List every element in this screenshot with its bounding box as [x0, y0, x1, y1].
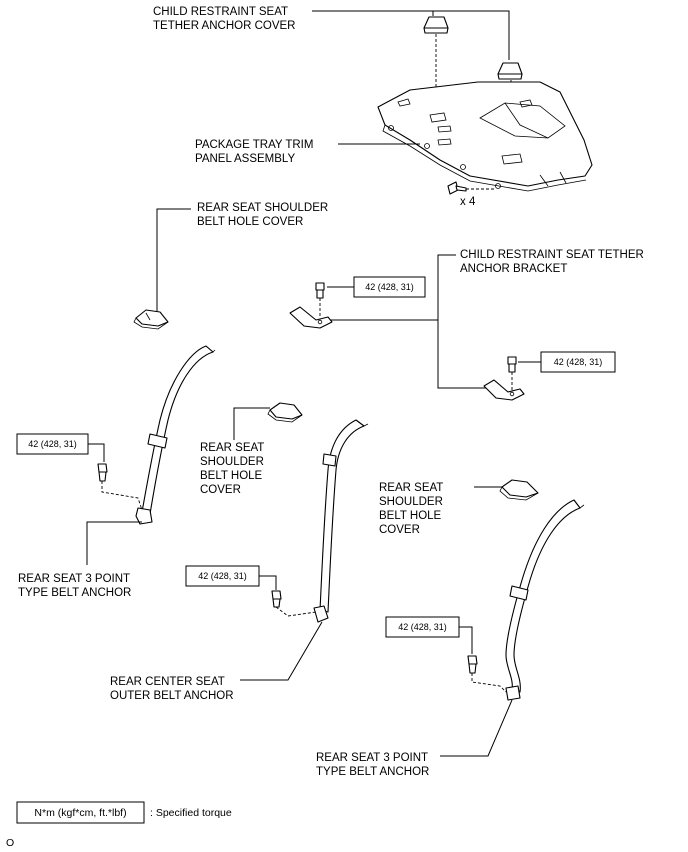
shoulder-cover-mid-label-line2: SHOULDER — [200, 456, 264, 468]
center-anchor-callout: REAR CENTER SEAT OUTER BELT ANCHOR — [110, 621, 323, 702]
belt-anchor-right-label-line1: REAR SEAT 3 POINT — [316, 752, 428, 764]
legend-box-text: N*m (kgf*cm, ft.*lbf) — [34, 807, 126, 819]
torque-box-bracket-lower: 42 (428, 31) — [518, 351, 616, 373]
torque-value-right-anchor: 42 (428, 31) — [398, 622, 447, 632]
torque-box-center-anchor: 42 (428, 31) — [185, 565, 277, 590]
shoulder-cover-right — [499, 479, 539, 501]
bolt-icon — [271, 590, 282, 608]
tether-anchor-cover-callout: CHILD RESTRAINT SEAT TETHER ANCHOR COVER — [153, 6, 510, 60]
package-tray-trim-panel — [377, 81, 593, 192]
bolt-icon — [315, 282, 325, 299]
shoulder-cover-mid-label-line4: COVER — [200, 484, 241, 496]
legend-description: : Specified torque — [150, 807, 232, 819]
bolt-icon — [507, 356, 517, 373]
shoulder-cover-top-label-line1: REAR SEAT SHOULDER — [197, 202, 328, 214]
shoulder-cover-right-label-line4: COVER — [379, 524, 420, 536]
torque-box-left-anchor: 42 (428, 31) — [16, 433, 105, 462]
shoulder-cover-mid-label-line1: REAR SEAT — [200, 442, 264, 454]
torque-box-right-anchor: 42 (428, 31) — [385, 616, 473, 654]
tether-bracket-upper — [289, 306, 333, 329]
belt-anchor-left-label-line2: TYPE BELT ANCHOR — [18, 587, 131, 599]
shoulder-cover-top-callout: REAR SEAT SHOULDER BELT HOLE COVER — [156, 202, 328, 312]
torque-box-bracket-upper: 42 (428, 31) — [327, 276, 426, 298]
shoulder-cover-top — [133, 309, 169, 330]
center-seat-belt — [313, 419, 369, 623]
torque-value-bracket-upper: 42 (428, 31) — [365, 282, 414, 292]
right-seat-belt — [505, 499, 585, 701]
center-anchor-label-line2: OUTER BELT ANCHOR — [110, 690, 234, 702]
shoulder-cover-right-callout: REAR SEAT SHOULDER BELT HOLE COVER — [379, 482, 502, 536]
shoulder-cover-top-label-line2: BELT HOLE COVER — [197, 216, 303, 228]
clip-icon — [447, 181, 467, 195]
belt-anchor-left-label-line1: REAR SEAT 3 POINT — [18, 573, 130, 585]
tether-bracket-label-line2: ANCHOR BRACKET — [460, 263, 567, 275]
legend-torque-box — [16, 801, 145, 824]
figure-code: O — [6, 837, 14, 849]
shoulder-cover-right-label-line1: REAR SEAT — [379, 482, 443, 494]
shoulder-cover-right-label-line3: BELT HOLE — [379, 510, 442, 522]
tether-bracket-callout: CHILD RESTRAINT SEAT TETHER ANCHOR BRACK… — [330, 249, 644, 389]
torque-legend: N*m (kgf*cm, ft.*lbf) : Specified torque — [16, 801, 232, 824]
tether-anchor-cover-label-line1: CHILD RESTRAINT SEAT — [153, 6, 288, 18]
bolt-icon — [467, 655, 478, 674]
package-tray-callout: PACKAGE TRAY TRIM PANEL ASSEMBLY — [195, 139, 420, 165]
tether-bracket-label-line1: CHILD RESTRAINT SEAT TETHER — [460, 249, 644, 261]
torque-value-center-anchor: 42 (428, 31) — [198, 571, 247, 581]
torque-value-bracket-lower: 42 (428, 31) — [554, 357, 603, 367]
shoulder-cover-mid — [267, 402, 303, 423]
tether-anchor-cover-left — [423, 16, 449, 34]
belt-anchor-right-label-line2: TYPE BELT ANCHOR — [316, 766, 429, 778]
tether-anchor-cover-label-line2: TETHER ANCHOR COVER — [153, 20, 296, 32]
bolt-icon — [97, 463, 108, 482]
center-anchor-label-line1: REAR CENTER SEAT — [110, 676, 225, 688]
tether-anchor-cover-right — [497, 62, 523, 80]
clip-count-label: x 4 — [460, 196, 476, 208]
package-tray-label-line2: PANEL ASSEMBLY — [195, 153, 295, 165]
shoulder-cover-right-label-line2: SHOULDER — [379, 496, 443, 508]
belt-anchor-left-callout: REAR SEAT 3 POINT TYPE BELT ANCHOR — [18, 521, 142, 599]
left-seat-belt — [135, 345, 216, 525]
belt-anchor-right-callout: REAR SEAT 3 POINT TYPE BELT ANCHOR — [316, 699, 513, 778]
package-tray-label-line1: PACKAGE TRAY TRIM — [195, 139, 313, 151]
shoulder-cover-mid-callout: REAR SEAT SHOULDER BELT HOLE COVER — [200, 407, 270, 496]
shoulder-cover-mid-label-line3: BELT HOLE — [200, 470, 263, 482]
torque-value-left-anchor: 42 (428, 31) — [28, 439, 77, 449]
tether-bracket-lower — [483, 379, 525, 401]
